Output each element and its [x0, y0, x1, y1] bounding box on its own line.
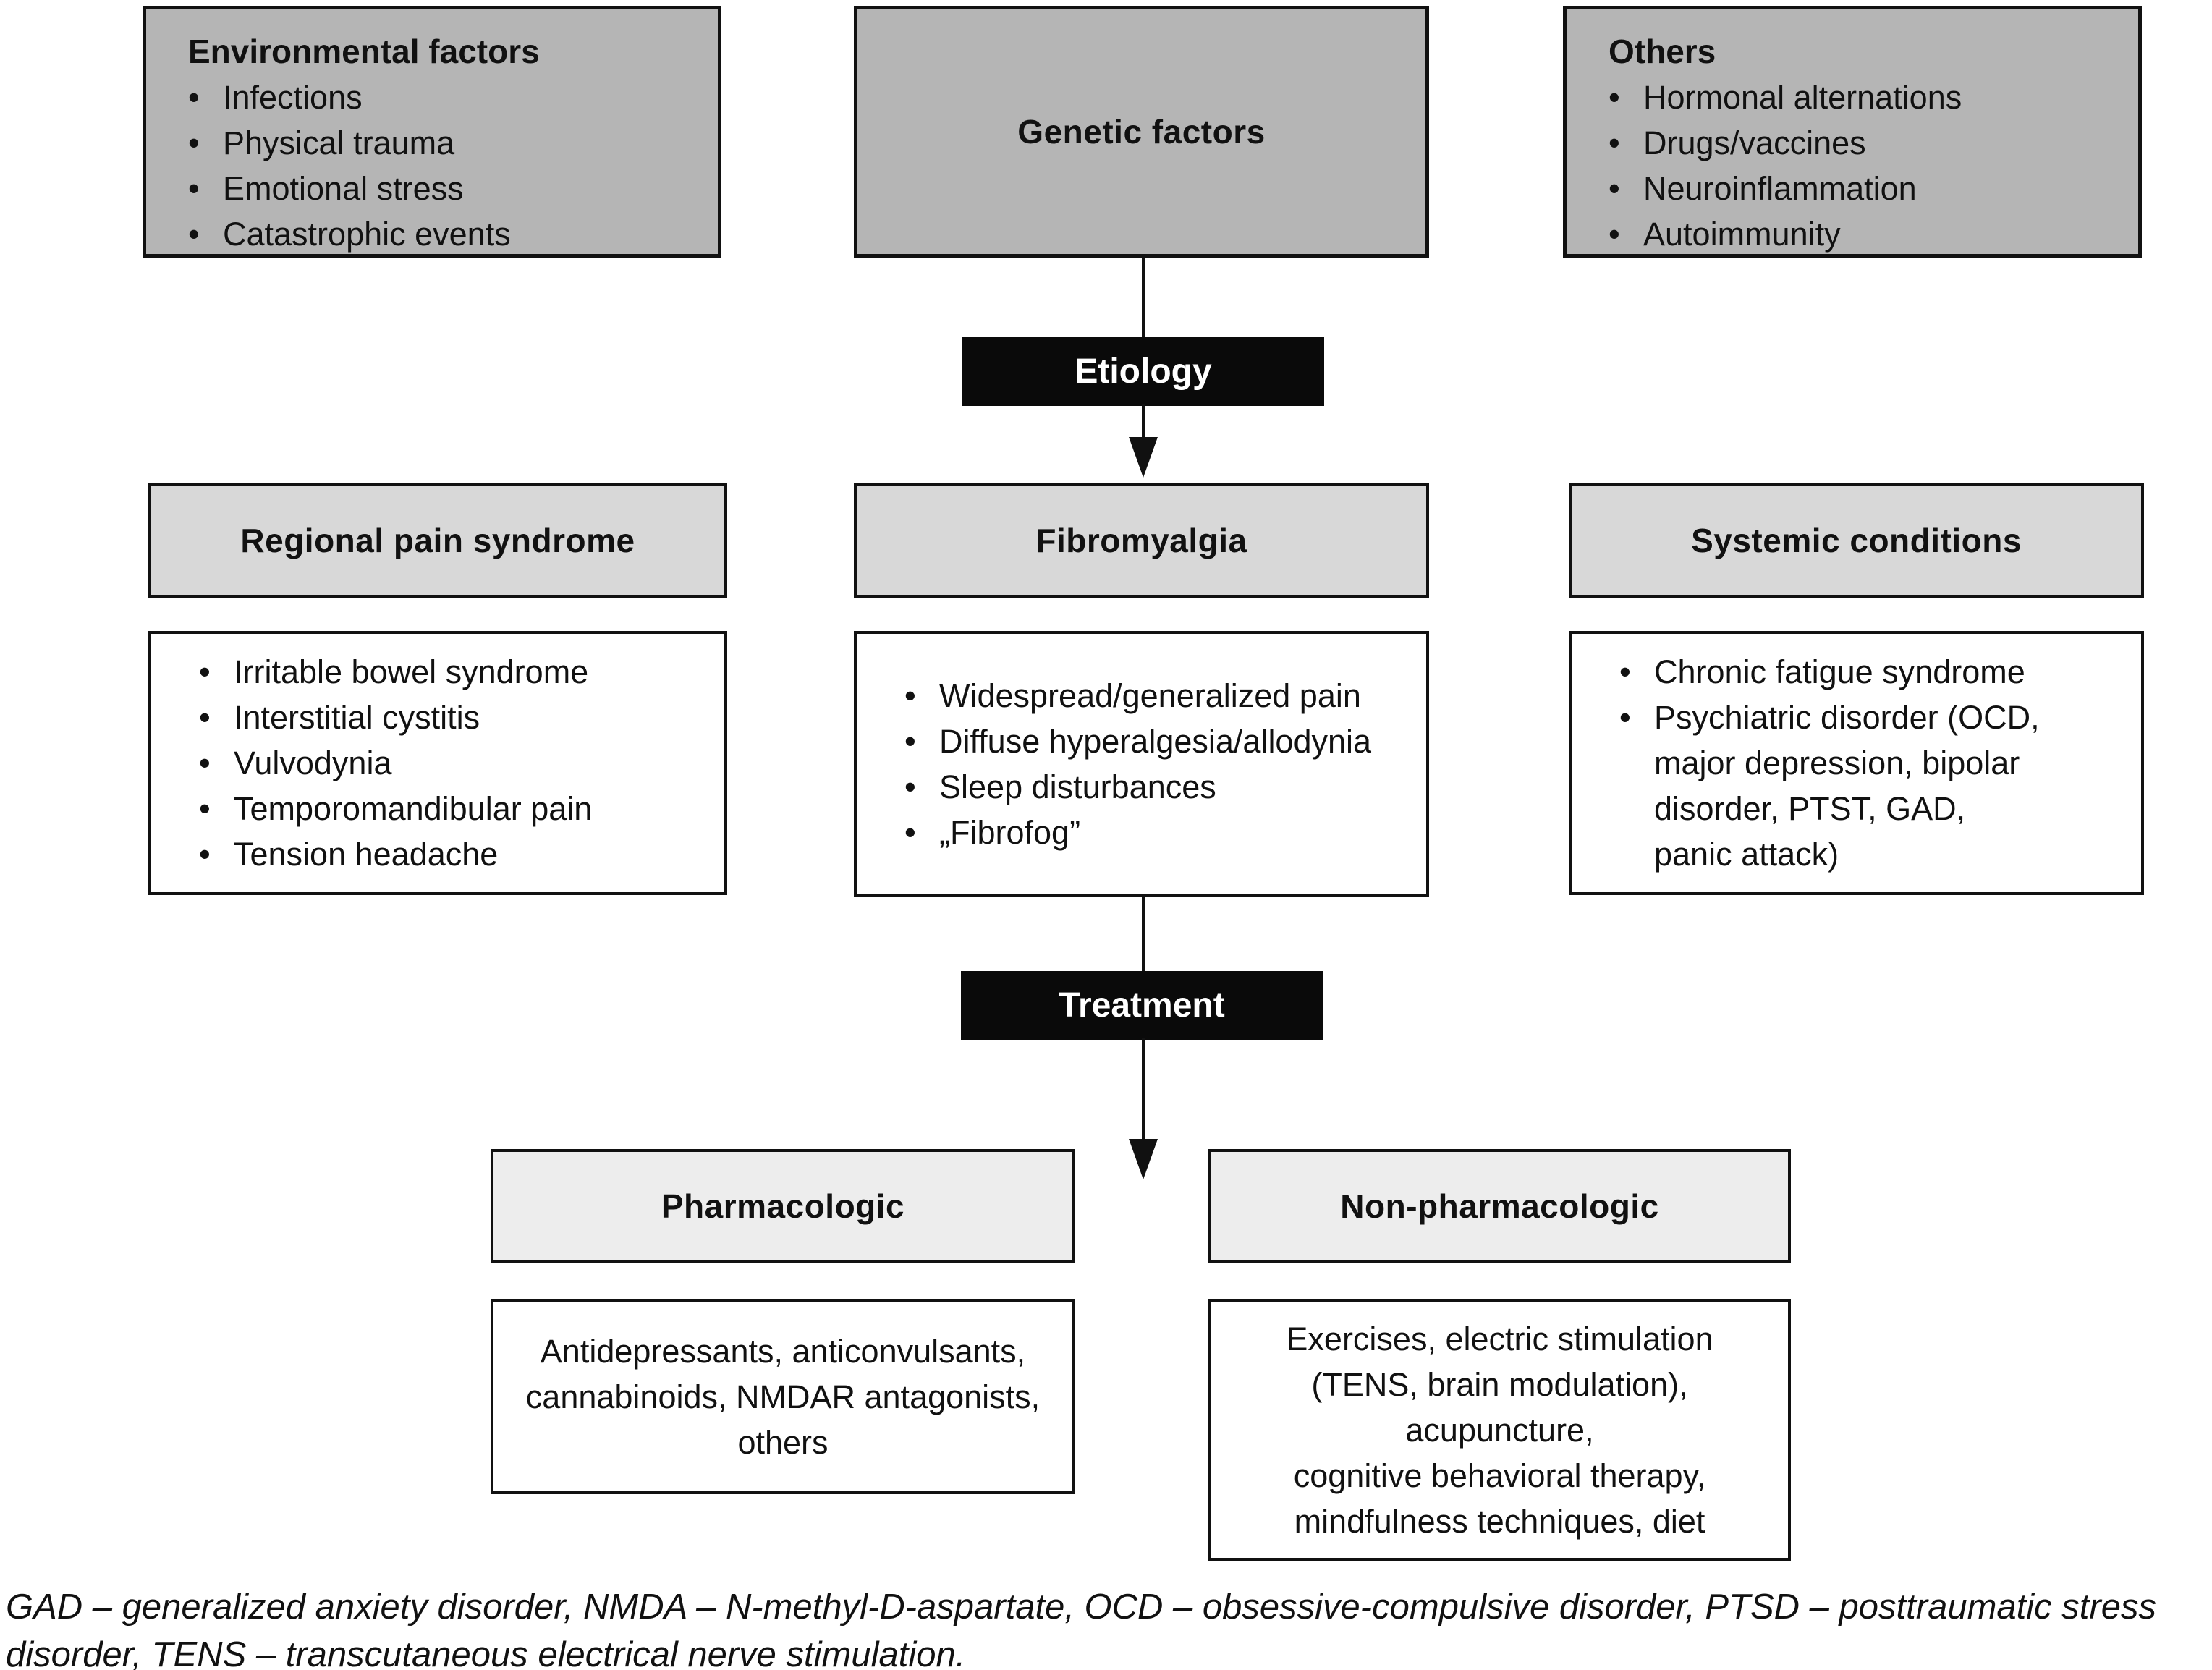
bullet-icon: • — [904, 723, 916, 760]
systemic-conditions-list-box: • Chronic fatigue syndrome • Psychiatric d… — [1569, 631, 2144, 895]
bullet-icon: • — [1609, 124, 1620, 161]
list-item: • Vulvodynia — [199, 740, 710, 786]
bullet-icon: • — [188, 124, 200, 161]
genetic-factors-title: Genetic factors — [1017, 113, 1266, 151]
regional-pain-list: • Irritable bowel syndrome • Interstitial … — [199, 649, 710, 877]
fibromyalgia-symptoms-box: • Widespread/generalized pain • Diffuse hy… — [854, 631, 1429, 897]
list-item: • Hormonal alternations — [1609, 75, 2121, 120]
bullet-icon: • — [199, 653, 211, 690]
bullet-icon: • — [904, 768, 916, 805]
list-item-text: Widespread/generalized pain — [939, 677, 1361, 714]
list-item: • Irritable bowel syndrome — [199, 649, 710, 695]
bullet-icon: • — [904, 677, 916, 714]
list-item: • Interstitial cystitis — [199, 695, 710, 740]
list-item: • „Fibrofog” — [904, 810, 1412, 855]
list-item-text: Chronic fatigue syndrome — [1654, 653, 2025, 690]
list-item: • Temporomandibular pain — [199, 786, 710, 831]
list-item-text: Interstitial cystitis — [234, 699, 480, 736]
list-item-text: Vulvodynia — [234, 745, 392, 781]
list-item-text: Infections — [223, 79, 363, 116]
fibromyalgia-symptoms-list: • Widespread/generalized pain • Diffuse hy… — [904, 673, 1412, 855]
list-item-text: Psychiatric disorder (OCD, major depress… — [1654, 699, 2040, 873]
list-item-text: Neuroinflammation — [1643, 170, 1917, 207]
list-item: • Physical trauma — [188, 120, 700, 166]
others-factors-box: Others • Hormonal alternations • Drugs/vac… — [1563, 6, 2142, 258]
regional-pain-syndrome-list-box: • Irritable bowel syndrome • Interstitial … — [148, 631, 727, 895]
abbreviations-footnote: GAD – generalized anxiety disorder, NMDA… — [6, 1588, 2156, 1670]
bullet-icon: • — [1619, 653, 1631, 690]
systemic-conditions-list: • Chronic fatigue syndrome • Psychiatric d… — [1619, 649, 2127, 877]
list-item-text: Drugs/vaccines — [1643, 124, 1866, 161]
list-item: • Drugs/vaccines — [1609, 120, 2121, 166]
bullet-icon: • — [188, 216, 200, 253]
pharmacologic-title: Pharmacologic — [661, 1187, 905, 1225]
fibromyalgia-header: Fibromyalgia — [854, 483, 1429, 598]
list-item: • Psychiatric disorder (OCD, major depres… — [1619, 695, 2127, 877]
list-item: • Sleep disturbances — [904, 764, 1412, 810]
list-item: • Neuroinflammation — [1609, 166, 2121, 211]
list-item: • Tension headache — [199, 831, 710, 877]
connector-line — [1142, 258, 1145, 339]
non-pharmacologic-treatments-box: Exercises, electric stimulation (TENS, b… — [1208, 1299, 1791, 1561]
bullet-icon: • — [188, 170, 200, 207]
pharmacologic-treatments-box: Antidepressants, anticonvulsants, cannab… — [491, 1299, 1075, 1494]
list-item-text: Physical trauma — [223, 124, 455, 161]
environmental-factors-list: • Infections • Physical trauma • Emotional … — [188, 75, 700, 257]
connector-line — [1142, 1038, 1145, 1141]
connector-line — [1142, 404, 1145, 439]
bullet-icon: • — [199, 745, 211, 781]
regional-pain-syndrome-header: Regional pain syndrome — [148, 483, 727, 598]
list-item: • Catastrophic events — [188, 211, 700, 257]
environmental-factors-box: Environmental factors • Infections • Physi… — [143, 6, 721, 258]
list-item: • Chronic fatigue syndrome — [1619, 649, 2127, 695]
list-item-text: Autoimmunity — [1643, 216, 1841, 253]
connector-line — [1142, 896, 1145, 972]
arrow-down-icon — [1129, 1139, 1158, 1179]
bullet-icon: • — [199, 790, 211, 827]
pharmacologic-header: Pharmacologic — [491, 1149, 1075, 1263]
list-item: • Widespread/generalized pain — [904, 673, 1412, 719]
non-pharmacologic-title: Non-pharmacologic — [1340, 1187, 1659, 1225]
bullet-icon: • — [1609, 216, 1620, 253]
bullet-icon: • — [199, 699, 211, 736]
bullet-icon: • — [1619, 699, 1631, 736]
list-item: • Emotional stress — [188, 166, 700, 211]
environmental-factors-title: Environmental factors — [188, 33, 540, 70]
list-item-text: Tension headache — [234, 836, 499, 873]
list-item: • Autoimmunity — [1609, 211, 2121, 257]
fibromyalgia-title: Fibromyalgia — [1035, 522, 1247, 559]
etiology-label: Etiology — [1075, 352, 1212, 391]
bullet-icon: • — [904, 814, 916, 851]
non-pharmacologic-treatments-text: Exercises, electric stimulation (TENS, b… — [1286, 1320, 1713, 1540]
pharmacologic-treatments-text: Antidepressants, anticonvulsants, cannab… — [525, 1332, 1041, 1461]
genetic-factors-box: Genetic factors — [854, 6, 1429, 258]
list-item-text: Temporomandibular pain — [234, 790, 593, 827]
list-item-text: Emotional stress — [223, 170, 464, 207]
etiology-label-box: Etiology — [962, 337, 1324, 406]
list-item: • Infections — [188, 75, 700, 120]
systemic-conditions-header: Systemic conditions — [1569, 483, 2144, 598]
bullet-icon: • — [1609, 79, 1620, 116]
list-item: • Diffuse hyperalgesia/allodynia — [904, 719, 1412, 764]
list-item-text: Diffuse hyperalgesia/allodynia — [939, 723, 1372, 760]
bullet-icon: • — [199, 836, 211, 873]
arrow-down-icon — [1129, 437, 1158, 478]
regional-pain-syndrome-title: Regional pain syndrome — [240, 522, 635, 559]
list-item-text: Irritable bowel syndrome — [234, 653, 589, 690]
list-item-text: Catastrophic events — [223, 216, 511, 253]
bullet-icon: • — [188, 79, 200, 116]
others-list: • Hormonal alternations • Drugs/vaccines •… — [1609, 75, 2121, 257]
treatment-label-box: Treatment — [961, 971, 1323, 1040]
list-item-text: „Fibrofog” — [939, 814, 1081, 851]
treatment-label: Treatment — [1059, 986, 1225, 1025]
others-title: Others — [1609, 33, 1716, 70]
bullet-icon: • — [1609, 170, 1620, 207]
list-item-text: Hormonal alternations — [1643, 79, 1962, 116]
list-item-text: Sleep disturbances — [939, 768, 1216, 805]
systemic-conditions-title: Systemic conditions — [1691, 522, 2022, 559]
non-pharmacologic-header: Non-pharmacologic — [1208, 1149, 1791, 1263]
